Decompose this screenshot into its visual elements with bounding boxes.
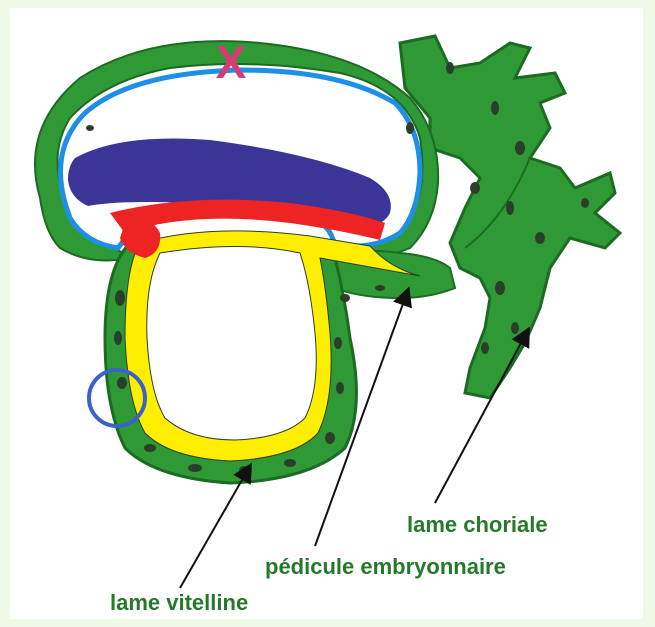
diagram-frame: X lame choriale pédicule embryonnaire la… [10,8,643,619]
marker-x: X [216,36,247,88]
embryo-diagram: X [10,8,643,619]
yolk-sac-cavity [147,247,316,441]
label-lame-vitelline: lame vitelline [110,590,248,616]
label-lame-choriale: lame choriale [407,512,548,538]
arrow-lame-vitelline [180,466,250,588]
chorionic-plate [400,36,620,398]
label-pedicule-embryonnaire: pédicule embryonnaire [265,554,506,580]
chorionic-plate-shape [400,36,620,398]
